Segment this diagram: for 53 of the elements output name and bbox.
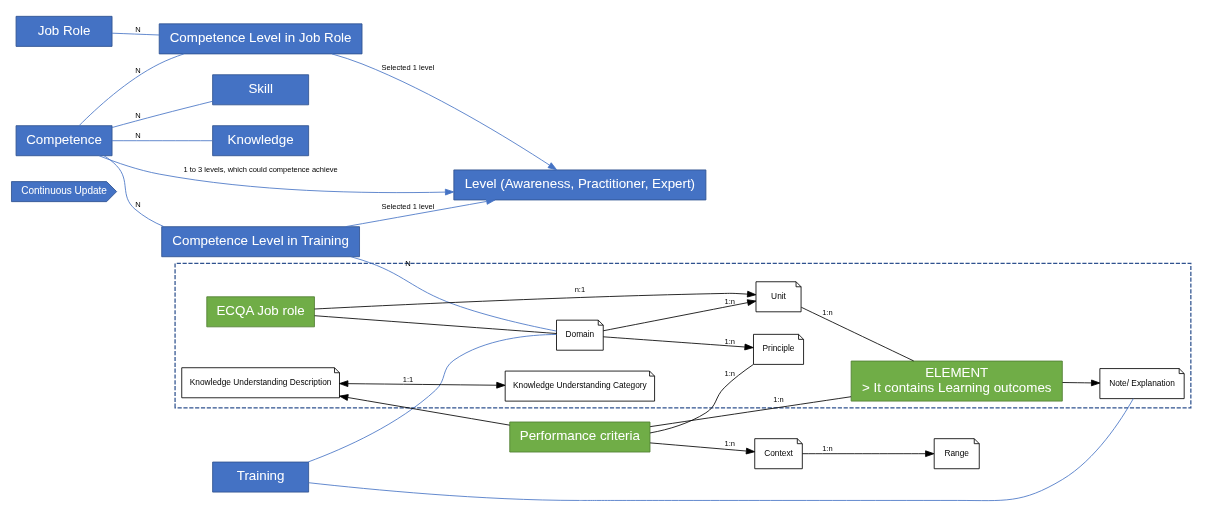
arrow (331, 53, 557, 171)
node-box: Knowledge (212, 125, 310, 157)
edge-label: 1:1 (402, 375, 414, 385)
connector (103, 155, 165, 228)
node-box: Training (212, 461, 310, 493)
node-box: Skill (212, 74, 310, 106)
connector (78, 53, 185, 127)
arrow (314, 290, 757, 310)
edge-label: Selected 1 level (381, 62, 435, 72)
node-box: ECQA Job role (206, 296, 315, 328)
node-box: Competence Level in Training (161, 226, 360, 258)
edge-label: N (135, 131, 141, 141)
arrow (602, 336, 754, 351)
node-box: Job Role (15, 15, 113, 47)
connector (111, 32, 160, 36)
arrow (98, 155, 455, 196)
connector (314, 315, 557, 334)
edge-label: 1:n (822, 308, 833, 318)
connector (350, 256, 557, 332)
connector (111, 100, 213, 128)
arrow (602, 299, 757, 332)
edge-label: 1 to 3 levels, which could competence achieve (183, 164, 338, 174)
arrow (339, 394, 511, 426)
edge-label: N (135, 199, 141, 209)
edge-label: N (135, 25, 141, 35)
connector (649, 364, 754, 434)
arrow (802, 450, 935, 458)
node-box: Level (Awareness, Practitioner, Expert) (453, 169, 707, 201)
edge-label: N (405, 259, 411, 269)
node-box: ELEMENT > It contains Learning outcomes (850, 360, 1063, 402)
connector (800, 306, 915, 362)
edge-label: 1:n (773, 395, 784, 405)
edge-label: Selected 1 level (381, 202, 435, 212)
node-box: Competence Level in Job Role (158, 23, 363, 55)
node-box: Performance criteria (509, 421, 651, 453)
edge-label: n:1 (574, 284, 586, 294)
connector (307, 334, 557, 463)
arrow (339, 380, 506, 389)
connector (649, 396, 852, 428)
cluster (174, 262, 1192, 409)
edge-label: 1:n (724, 336, 735, 346)
edge-label: 1:n (724, 369, 735, 379)
arrow (649, 442, 756, 455)
edge-label: N (135, 111, 141, 121)
arrow (1062, 379, 1101, 387)
connector (308, 398, 1134, 502)
edge-label: N (135, 66, 141, 76)
node-box: Competence (15, 125, 113, 157)
connector (111, 140, 213, 142)
edge-label: 1:n (822, 444, 833, 454)
arrow (345, 198, 496, 228)
edge-label: 1:n (724, 297, 735, 307)
edge-label: 1:n (724, 439, 735, 449)
